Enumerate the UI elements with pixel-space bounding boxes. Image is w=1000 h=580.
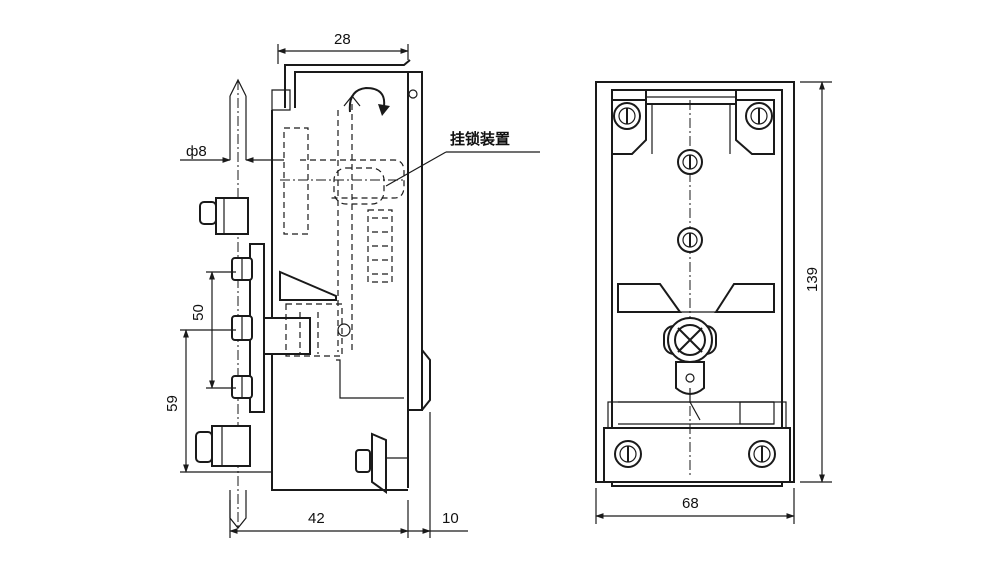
front-view bbox=[595, 81, 795, 487]
screw-icon bbox=[745, 102, 773, 130]
screw-icon bbox=[614, 440, 642, 468]
terminal-bolt bbox=[231, 257, 253, 281]
front-view-dimensions bbox=[595, 81, 832, 524]
lever-tab bbox=[675, 361, 705, 421]
dim-label-59: 59 bbox=[163, 395, 181, 412]
side-view-dimensions bbox=[180, 44, 468, 538]
dim-label-28: 28 bbox=[334, 31, 351, 48]
callout-lock-device: 挂锁装置 bbox=[450, 130, 511, 148]
dim-label-139: 139 bbox=[804, 266, 822, 293]
rotary-switch-icon bbox=[663, 317, 717, 363]
terminal-bolt bbox=[231, 375, 253, 399]
bottom-bracket bbox=[355, 432, 408, 494]
dim-label-10: 10 bbox=[442, 510, 459, 527]
side-view bbox=[195, 59, 540, 529]
dim-label-50: 50 bbox=[189, 304, 207, 321]
screw-icon bbox=[677, 227, 703, 253]
screw-icon bbox=[613, 102, 641, 130]
screw-icon bbox=[677, 149, 703, 175]
terminal-bolt bbox=[195, 425, 251, 467]
dim-label-68: 68 bbox=[682, 495, 699, 512]
terminal-bolt bbox=[231, 315, 311, 355]
dim-label-42: 42 bbox=[308, 510, 325, 527]
screw-icon bbox=[748, 440, 776, 468]
dim-label-diameter-8: ф8 bbox=[186, 143, 207, 160]
rotation-arrow-icon bbox=[343, 86, 390, 116]
terminal-bolt bbox=[199, 197, 249, 235]
